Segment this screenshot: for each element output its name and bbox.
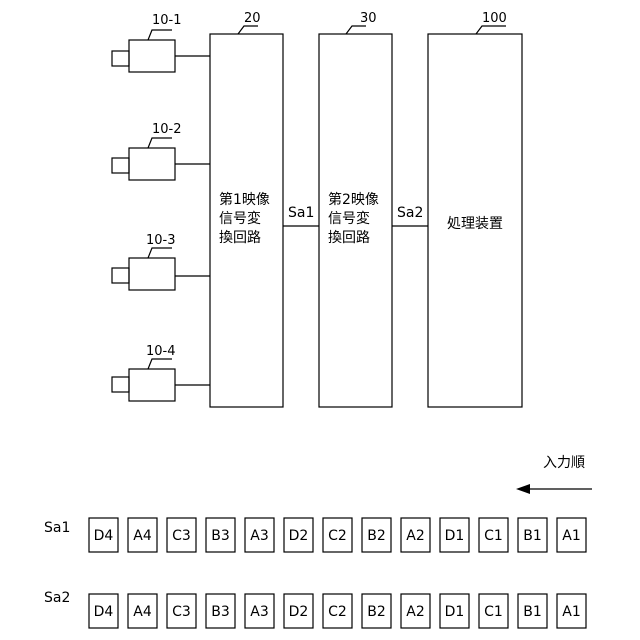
camera-body [129, 40, 175, 72]
frame-cell-label: C2 [328, 604, 347, 620]
camera-lens [112, 158, 129, 173]
leader-line [476, 26, 506, 34]
frame-cell-label: D1 [445, 604, 465, 620]
frame-cell-label: A3 [250, 604, 268, 620]
frame-cell-label: B1 [523, 528, 542, 544]
frame-cell-label: D4 [94, 604, 114, 620]
camera-ref-label: 10-3 [146, 233, 176, 248]
leader-line [148, 138, 172, 148]
order-arrow-head [516, 484, 530, 494]
row-label: Sa1 [44, 520, 70, 536]
sequence-rows: D4A4C3B3A3D2C2B2A2D1C1B1A1D4A4C3B3A3D2C2… [89, 518, 586, 628]
frame-cell-label: C3 [172, 528, 191, 544]
converter-1-ref: 20 [244, 11, 261, 26]
leader-line [346, 26, 366, 34]
camera-ref-label: 10-2 [152, 122, 182, 137]
frame-cell-label: D2 [289, 604, 309, 620]
camera-lens [112, 268, 129, 283]
frame-cell-label: C2 [328, 528, 347, 544]
camera-10-3 [112, 248, 210, 290]
camera-10-1 [112, 30, 210, 72]
input-order-label: 入力順 [543, 455, 585, 471]
frame-cell-label: C1 [484, 604, 503, 620]
signal-sa1-label: Sa1 [288, 205, 314, 221]
leader-line [148, 248, 172, 258]
frame-cell-label: D4 [94, 528, 114, 544]
camera-10-4 [112, 359, 210, 401]
converter-2-label-line: 換回路 [328, 230, 370, 246]
frame-cell-label: A2 [406, 604, 424, 620]
leader-line [148, 359, 172, 369]
converter-2-label-line: 第2映像 [328, 191, 379, 208]
row-label: Sa2 [44, 590, 70, 606]
camera-body [129, 148, 175, 180]
frame-cell-label: D1 [445, 528, 465, 544]
frame-cell-label: C1 [484, 528, 503, 544]
camera-ref-label: 10-4 [146, 344, 176, 359]
frame-cell-label: A4 [133, 528, 152, 544]
camera-10-2 [112, 138, 210, 180]
leader-line [238, 26, 258, 34]
camera-lens [112, 377, 129, 392]
frame-cell-label: B2 [367, 528, 386, 544]
camera-body [129, 369, 175, 401]
frame-cell-label: C3 [172, 604, 191, 620]
frame-cell-label: A1 [562, 528, 580, 544]
frame-cell-label: A4 [133, 604, 152, 620]
frame-cell-label: B3 [211, 528, 230, 544]
processor-ref: 100 [482, 11, 507, 26]
converter-1-label-line: 信号変 [219, 210, 261, 227]
frame-cell-label: B1 [523, 604, 542, 620]
camera-lens [112, 51, 129, 66]
converter-1-label-line: 第1映像 [219, 191, 270, 208]
frame-cell-label: A1 [562, 604, 580, 620]
frame-cell-label: A3 [250, 528, 268, 544]
camera-ref-label: 10-1 [152, 13, 182, 28]
frame-cell-label: B2 [367, 604, 386, 620]
converter-2-label-line: 信号変 [328, 210, 370, 227]
converter-2-ref: 30 [360, 11, 377, 26]
processor-label: 処理装置 [447, 216, 503, 232]
frame-cell-label: A2 [406, 528, 424, 544]
frame-cell-label: D2 [289, 528, 309, 544]
camera-body [129, 258, 175, 290]
frame-cell-label: B3 [211, 604, 230, 620]
signal-sa2-label: Sa2 [397, 205, 423, 221]
leader-line [148, 30, 172, 40]
converter-1-label-line: 換回路 [219, 230, 261, 246]
